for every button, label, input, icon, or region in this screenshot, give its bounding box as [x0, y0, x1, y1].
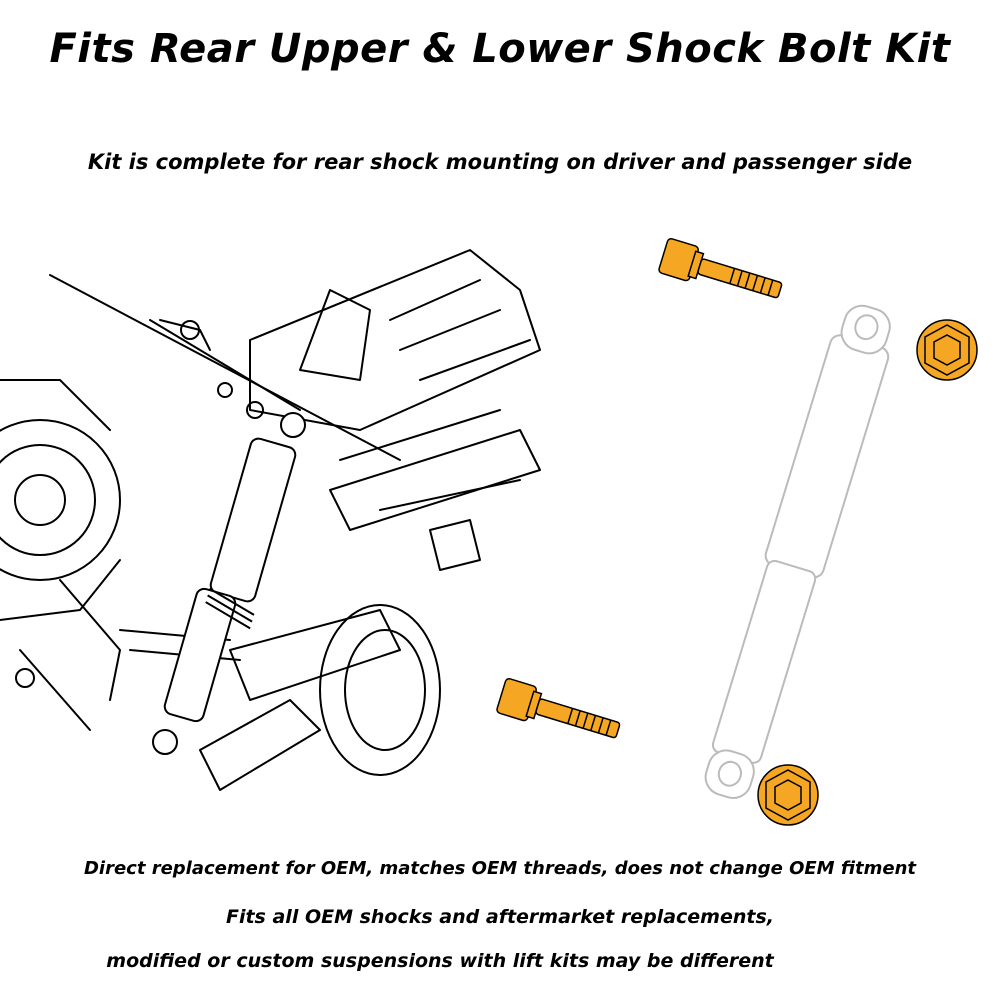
frame-rail — [249, 249, 541, 431]
leaf-spring — [49, 274, 401, 461]
lower-nut-icon — [757, 764, 819, 826]
frame-crossmember — [299, 289, 371, 381]
brake-drum — [0, 419, 121, 581]
shock-outline — [704, 304, 891, 800]
subtitle: Kit is complete for rear shock mounting … — [87, 150, 913, 174]
differential — [319, 604, 441, 776]
installed-shock — [152, 412, 306, 755]
feature-line-oem: Direct replacement for OEM, matches OEM … — [83, 858, 917, 879]
suspension-diagram — [0, 249, 541, 791]
upper-bolt-icon — [658, 237, 783, 299]
lower-bolt-icon — [496, 677, 621, 739]
page-title: Fits Rear Upper & Lower Shock Bolt Kit — [49, 26, 951, 72]
feature-line-fits: Fits all OEM shocks and aftermarket repl… — [225, 906, 774, 928]
upper-nut-icon — [916, 319, 978, 381]
feature-line-lift: modified or custom suspensions with lift… — [106, 950, 774, 972]
axle-housing — [229, 609, 401, 701]
